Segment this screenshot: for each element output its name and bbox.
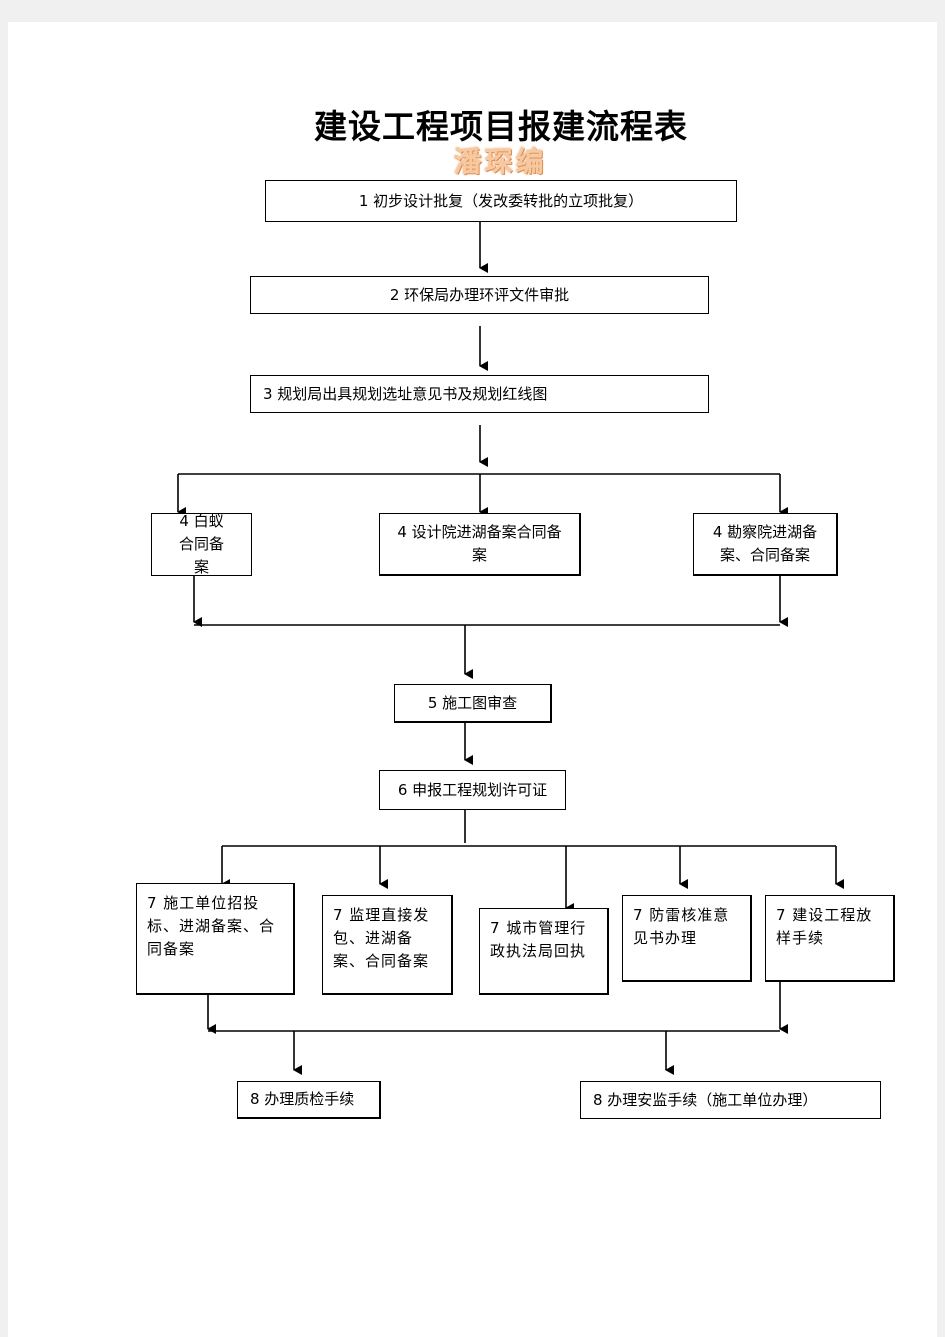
step-7c-box: 7 城市管理行政执法局回执 <box>479 908 609 995</box>
step-4a-label: 4 白蚁合同备案 <box>178 512 224 576</box>
step-6-label: 6 申报工程规划许可证 <box>397 780 548 799</box>
step-7e-label: 7 建设工程放样手续 <box>776 906 873 947</box>
step-5-label: 5 施工图审查 <box>427 693 518 712</box>
step-7d-box: 7 防雷核准意见书办理 <box>622 895 752 982</box>
step-7b-label: 7 监理直接发包、进湖备案、合同备案 <box>333 906 430 970</box>
step-8b-label: 8 办理安监手续（施工单位办理） <box>593 1090 818 1109</box>
step-7c-label: 7 城市管理行政执法局回执 <box>490 919 587 960</box>
step-7b-box: 7 监理直接发包、进湖备案、合同备案 <box>322 895 453 995</box>
step-4a-box: 4 白蚁合同备案 <box>151 512 252 576</box>
step-5-box: 5 施工图审查 <box>394 684 552 723</box>
step-3-label: 3 规划局出具规划选址意见书及规划红线图 <box>263 384 548 403</box>
step-6-box: 6 申报工程规划许可证 <box>379 770 566 810</box>
step-1-label: 1 初步设计批复（发改委转批的立项批复） <box>358 191 644 210</box>
author-credit: 潘琛编 <box>453 145 547 178</box>
step-4c-box: 4 勘察院进湖备案、合同备案 <box>693 513 838 576</box>
step-8b-box: 8 办理安监手续（施工单位办理） <box>580 1081 881 1119</box>
step-4c-label: 4 勘察院进湖备案、合同备案 <box>712 523 818 564</box>
step-4b-box: 4 设计院进湖备案合同备案 <box>379 513 581 576</box>
step-7d-label: 7 防雷核准意见书办理 <box>633 906 730 947</box>
step-2-box: 2 环保局办理环评文件审批 <box>250 276 709 314</box>
step-7e-box: 7 建设工程放样手续 <box>765 895 895 982</box>
step-2-label: 2 环保局办理环评文件审批 <box>389 285 570 304</box>
step-3-box: 3 规划局出具规划选址意见书及规划红线图 <box>250 375 709 413</box>
page-title: 建设工程项目报建流程表 <box>314 107 688 146</box>
step-8a-label: 8 办理质检手续 <box>250 1090 355 1108</box>
step-4b-label: 4 设计院进湖备案合同备案 <box>397 523 562 564</box>
step-7a-label: 7 施工单位招投标、进湖备案、合同备案 <box>147 894 276 958</box>
step-7a-box: 7 施工单位招投标、进湖备案、合同备案 <box>136 883 295 995</box>
step-1-box: 1 初步设计批复（发改委转批的立项批复） <box>265 180 737 222</box>
step-8a-box: 8 办理质检手续 <box>237 1081 381 1119</box>
